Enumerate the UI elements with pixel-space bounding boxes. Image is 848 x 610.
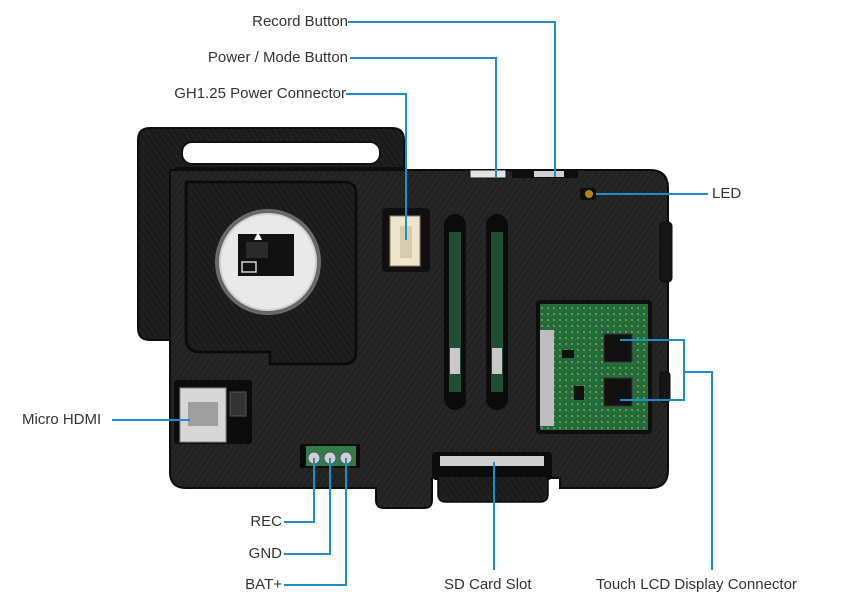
callout-gh125-connector — [346, 93, 407, 240]
callout-record-button — [348, 21, 556, 177]
label-bat-plus: BAT+ — [245, 576, 282, 593]
label-touch-lcd-connector: Touch LCD Display Connector — [596, 576, 797, 593]
callout-lines — [112, 21, 713, 586]
callout-touch-lcd-b — [684, 371, 713, 570]
label-led: LED — [712, 185, 742, 202]
label-power-mode-button: Power / Mode Button — [207, 49, 348, 66]
label-rec: REC — [250, 513, 282, 530]
callout-gnd — [284, 458, 331, 555]
terminal-block — [300, 444, 360, 468]
internal-slots — [444, 214, 508, 410]
micro-hdmi-port — [174, 380, 252, 444]
callout-bat-plus — [284, 458, 347, 586]
label-sd-card-slot: SD Card Slot — [444, 576, 532, 593]
callout-power-mode-button — [350, 57, 497, 177]
camera-module — [184, 180, 358, 366]
callout-touch-lcd-a — [620, 339, 685, 401]
label-gh125-power-connector: GH1.25 Power Connector — [174, 85, 346, 102]
mounting-frame — [137, 127, 405, 341]
label-gnd: GND — [248, 545, 282, 562]
label-record-button: Record Button — [252, 13, 348, 30]
callout-rec — [284, 458, 315, 523]
touch-lcd-pcb — [536, 300, 652, 434]
sd-card-slot — [432, 452, 552, 503]
led-indicator — [580, 188, 596, 200]
top-buttons — [469, 169, 578, 179]
label-micro-hdmi: Micro HDMI — [22, 411, 102, 428]
